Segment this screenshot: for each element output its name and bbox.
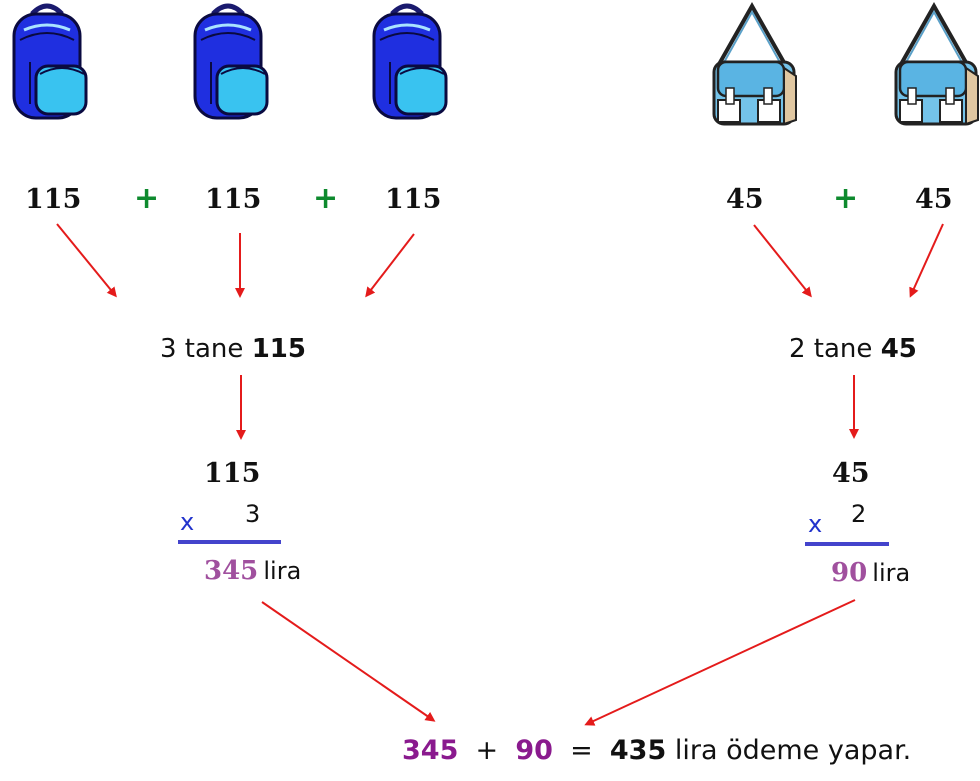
final-plus: + (475, 735, 499, 766)
repeat-phrase: 3 tane 115 (160, 334, 306, 364)
arrow (261, 601, 436, 722)
final-sentence: 345 + 90 = 435 lira ödeme yapar. (402, 735, 911, 766)
product-value: 345 (204, 556, 259, 586)
final-first-term: 345 (402, 735, 459, 766)
product-unit: lira (263, 557, 302, 585)
arrow (584, 599, 856, 726)
product-unit: lira (872, 559, 911, 587)
plus-sign: + (833, 181, 859, 216)
backpack-icon (374, 6, 446, 118)
phrase-prefix: 3 tane (160, 334, 244, 364)
product: 90 lira (831, 558, 910, 588)
final-second-term: 90 (515, 735, 553, 766)
multiplication-line (178, 540, 281, 544)
plus-sign: + (134, 181, 160, 216)
final-total: 435 (609, 735, 667, 766)
phrase-prefix: 2 tane (789, 334, 873, 364)
backpack-icon (14, 6, 86, 118)
multiplier: 3 (245, 500, 261, 528)
shoulder-bag-icon (712, 4, 798, 126)
final-suffix: lira ödeme yapar. (674, 735, 912, 766)
product-value: 90 (831, 558, 868, 588)
shoulder-bag-icon (894, 4, 980, 126)
addend: 45 (915, 184, 953, 215)
arrow (56, 223, 117, 298)
multiplier: 2 (851, 500, 867, 528)
product: 345 lira (204, 556, 301, 586)
arrow (909, 223, 944, 298)
multiply-sign: x (808, 510, 823, 538)
multiply-sign: x (180, 508, 195, 536)
multiplicand: 45 (832, 458, 870, 489)
multiplication-line (805, 542, 889, 546)
multiplicand: 115 (204, 458, 261, 489)
arrow (365, 233, 415, 298)
repeat-phrase: 2 tane 45 (789, 334, 917, 364)
addend: 115 (25, 184, 82, 215)
addend: 115 (205, 184, 262, 215)
addend: 45 (726, 184, 764, 215)
final-equals: = (570, 735, 593, 766)
plus-sign: + (313, 181, 339, 216)
addend: 115 (385, 184, 442, 215)
phrase-value: 115 (251, 334, 306, 364)
arrow (753, 224, 812, 298)
backpack-icon (195, 6, 267, 118)
phrase-value: 45 (880, 334, 917, 364)
